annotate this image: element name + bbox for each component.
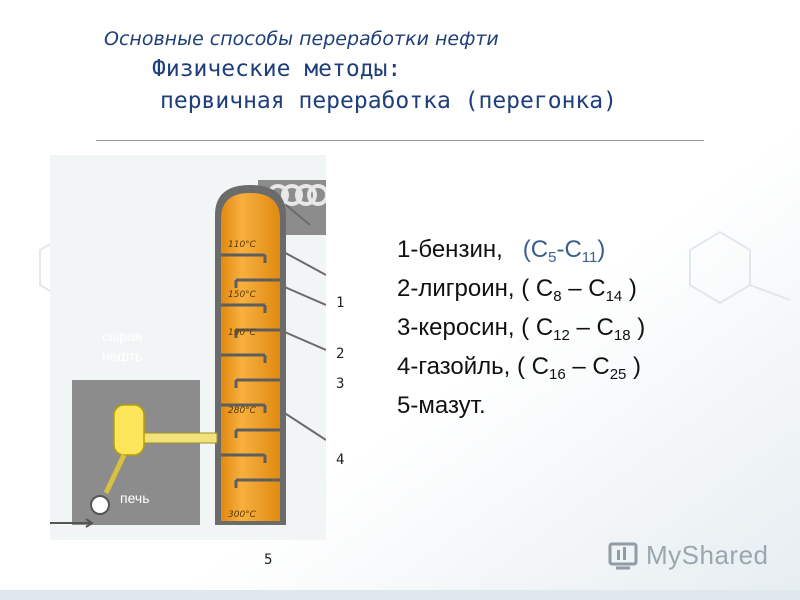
carbon-range: ( C16 – C25 ) [517,353,642,383]
outlet-pipes [279,204,326,441]
temp-label: 280°C [228,406,257,416]
outlet-number: 5 [264,552,273,568]
temp-label: 150°C [228,290,257,300]
title-divider [96,140,704,141]
temp-label: 190°C [228,328,257,338]
fraction-name: лигроин, [418,275,515,302]
outlet-number: 2 [336,346,345,362]
fraction-name: газойль, [418,353,511,380]
title-physical-methods: Физические методы: [152,56,402,82]
column-interior [221,193,280,521]
carbon-range: ( C8 – C14 ) [521,275,637,305]
fraction-number: 5 [397,392,411,419]
furnace-label: печь [120,490,150,506]
fraction-name: бензин, [418,236,503,263]
fraction-name: керосин, [418,314,515,341]
fraction-row: 1-бензин, (C5-C11) [397,236,606,266]
carbon-range: (C5-C11) [522,236,606,266]
myshared-logo-text[interactable]: MyShared [646,540,769,570]
pump-icon [90,495,110,515]
title-primary-distillation: первичная переработка (перегонка) [160,88,617,114]
column-trays [221,253,280,488]
title-main: Основные способы переработки нефти [104,28,499,50]
temp-label: 110°C [228,240,257,250]
fraction-number: 1 [397,236,411,263]
outlet-number: 4 [336,452,345,468]
myshared-logo-icon [608,542,638,570]
temp-label: 300°C [228,510,257,520]
fraction-number: 4 [397,353,411,380]
fraction-row: 4-газойль, ( C16 – C25 ) [397,353,642,383]
fraction-row: 3-керосин, ( C12 – C18 ) [397,314,646,344]
fraction-number: 3 [397,314,411,341]
crude-feed-pipe [134,432,218,444]
fraction-number: 2 [397,275,411,302]
distillation-diagram: 110°C 150°C 190°C 280°C 300°C сырая нефт… [50,155,326,540]
crude-tank [113,404,145,456]
crude-oil-label: сырая [102,328,142,344]
fraction-list: 1-бензин, (C5-C11) 2-лигроин, ( C8 – C14… [397,230,645,425]
crude-line [103,453,127,495]
crude-oil-label: нефть [102,348,142,364]
fraction-name: мазут. [418,392,486,419]
outlet-number: 3 [336,376,345,392]
outlet-number: 1 [336,295,345,311]
inlet-arrow [50,518,94,528]
carbon-range: ( C12 – C18 ) [521,314,646,344]
fraction-row: 5-мазут. [397,392,486,419]
distillation-column-svg: 110°C 150°C 190°C 280°C 300°C сырая нефт… [50,180,326,528]
fraction-row: 2-лигроин, ( C8 – C14 ) [397,275,637,305]
